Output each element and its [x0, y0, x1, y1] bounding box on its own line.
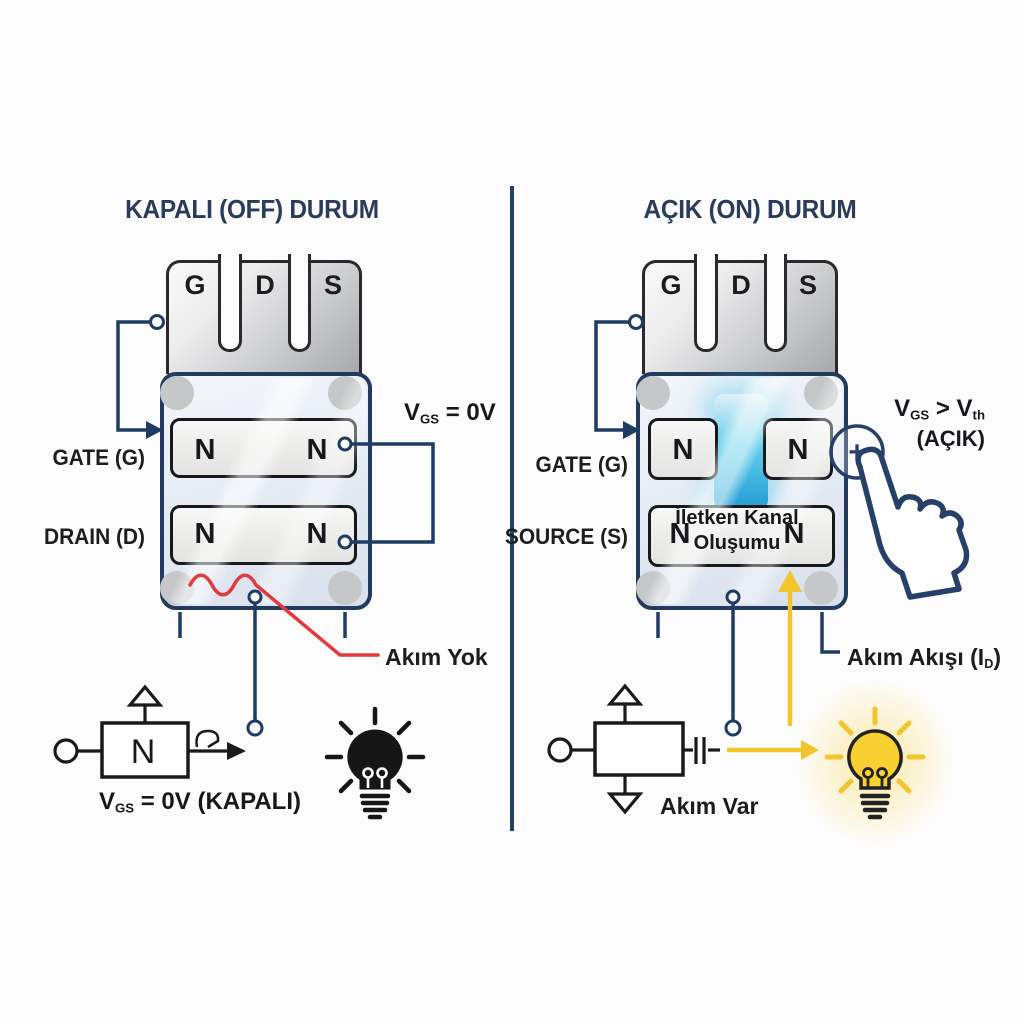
vgs2-mid: > V	[929, 395, 973, 422]
hand-outline	[855, 446, 970, 600]
left-vgs-formula: VGS = 0V	[404, 399, 496, 427]
right-bottom-pins	[656, 603, 840, 720]
vgs-sub: GS	[420, 411, 440, 427]
caption-v: V	[99, 788, 116, 815]
right-center-terminal-bottom	[724, 719, 742, 737]
vgs2-v: V	[894, 395, 911, 422]
left-screw-tr	[328, 376, 362, 410]
flow-post: )	[993, 644, 1002, 670]
hand-pointer-icon	[855, 446, 970, 600]
bulb-on-base	[859, 793, 891, 820]
right-screw-tr	[804, 376, 838, 410]
right-pin-s-label: S	[798, 270, 817, 300]
right-source-label: SOURCE (S)	[504, 524, 628, 549]
vgs2-sub: GS	[910, 407, 930, 423]
vgs-v: V	[404, 399, 421, 426]
left-gate-label: GATE (G)	[52, 445, 145, 470]
left-pin-d-label: D	[255, 270, 275, 300]
left-drain-label: DRAIN (D)	[43, 524, 145, 549]
right-vgs-formula: VGS > Vth	[855, 395, 985, 423]
right-gate-terminal	[628, 314, 644, 330]
left-pin-g-label: G	[184, 270, 206, 300]
acik-label: (AÇIK)	[916, 426, 985, 451]
right-screw-tl	[636, 376, 670, 410]
left-center-terminal-bottom	[246, 719, 264, 737]
vgs-rest: = 0V	[439, 399, 496, 426]
current-flow-label: Akım Akışı (ID)	[847, 644, 1001, 671]
right-pin-slot-1	[694, 254, 718, 352]
right-screw-br	[804, 571, 838, 605]
left-n-label-2: N	[306, 434, 328, 466]
vgs2-sub2: th	[972, 407, 985, 423]
left-pin-slot-2	[288, 254, 311, 352]
left-screw-tl	[160, 376, 194, 410]
right-gate-label: GATE (G)	[535, 452, 628, 477]
current-present-label: Akım Var	[660, 793, 759, 819]
left-gate-terminal	[149, 314, 165, 330]
right-screw-bl	[636, 571, 670, 605]
right-pin-g-label: G	[660, 270, 682, 300]
left-symbol-arrowhead	[227, 742, 246, 760]
right-pin-d-label: D	[731, 270, 751, 300]
bulb-off-base	[359, 793, 391, 820]
bulb-off-icon	[324, 706, 426, 820]
flow-pre: Akım Akışı (I	[847, 644, 985, 670]
left-panel-title: KAPALI (OFF) DURUM	[125, 194, 379, 224]
bulb-on-filament	[862, 767, 888, 788]
right-n-label-2: N	[787, 434, 809, 466]
bulb-off-rays	[324, 706, 426, 794]
left-screw-br	[328, 571, 362, 605]
left-pin-s-label: S	[323, 270, 342, 300]
left-symbol-channel-label: N	[130, 733, 156, 771]
right-gate-wire	[594, 320, 629, 432]
right-n-label-1: N	[672, 434, 694, 466]
panel-divider	[510, 186, 514, 831]
left-pin-tabs	[166, 260, 362, 374]
conductive-channel	[714, 394, 768, 510]
left-n-label-3: N	[194, 518, 216, 550]
left-screw-bl	[160, 571, 194, 605]
left-n-label-1: N	[194, 434, 216, 466]
caption-sub: GS	[115, 800, 135, 816]
channel-formation-label: İletken Kanal Oluşumu	[675, 507, 799, 554]
bulb-off-filament	[362, 767, 388, 788]
left-symbol-caption: VGS = 0V (KAPALI)	[90, 788, 310, 816]
left-gate-wire	[116, 320, 150, 432]
left-n-label-4: N	[306, 518, 328, 550]
bulb-off-glass	[347, 729, 403, 790]
caption-rest: = 0V (KAPALI)	[134, 788, 301, 815]
bulb-on-icon	[824, 706, 926, 820]
right-panel-title: AÇIK (ON) DURUM	[643, 194, 857, 224]
bulb-on-rays	[824, 706, 926, 794]
right-pin-tabs	[642, 260, 838, 374]
flow-sub: D	[984, 657, 994, 672]
bulb-on-glass	[847, 729, 903, 790]
left-pin-slot-1	[218, 254, 242, 352]
right-pin-slot-2	[764, 254, 787, 352]
no-current-label: Akım Yok	[385, 644, 488, 670]
